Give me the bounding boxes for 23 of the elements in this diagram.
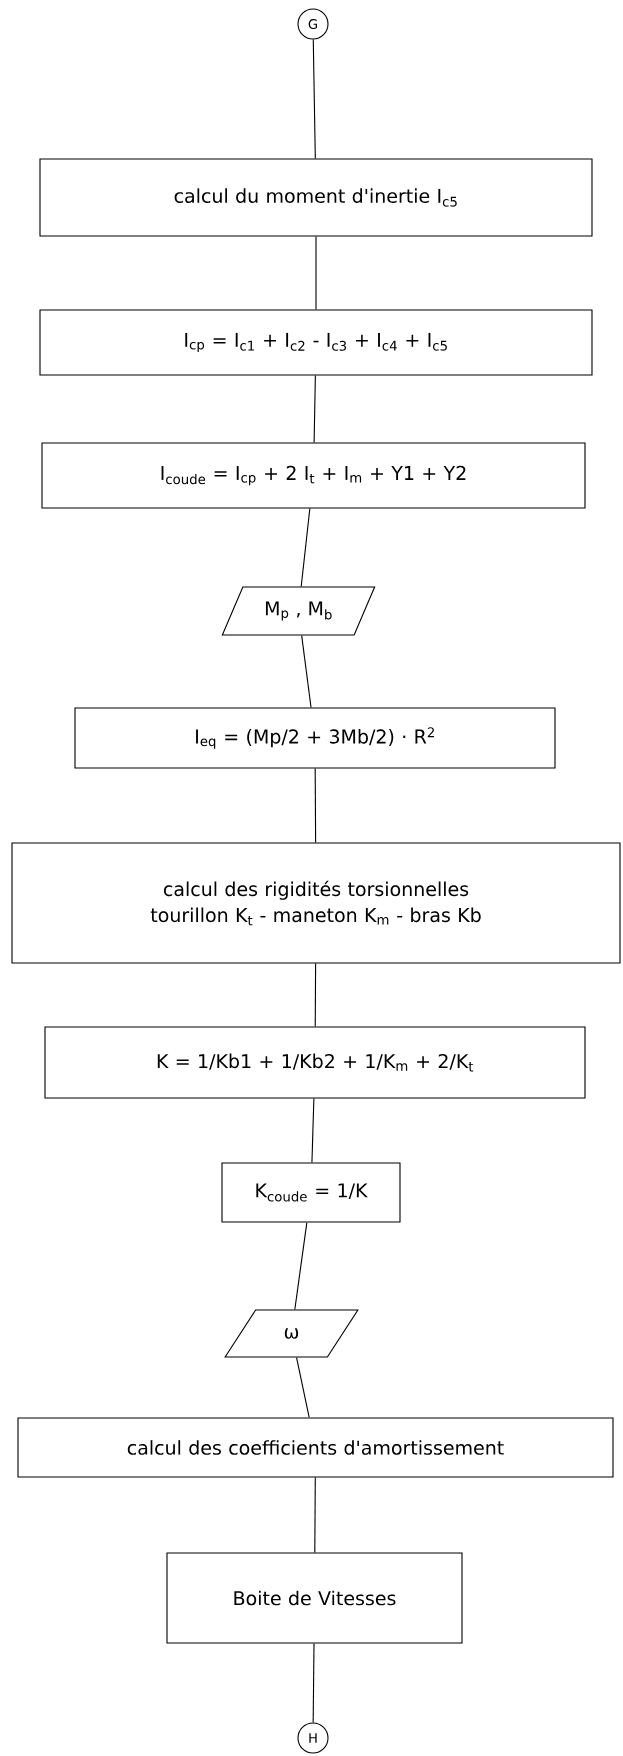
process-box: K$_{coude}$ = 1/K [221,1162,401,1223]
connector-line [312,1643,315,1723]
process-box: I$_{cp}$ = I$_{c1}$ + I$_{c2}$ - I$_{c3}$ + I$_{c4}$ + I$_{c5}$ [39,309,593,376]
process-box: K = 1/Kb1 + 1/Kb2 + 1/K$_{m}$ + 2/K$_{t}$ [44,1026,586,1099]
connector-line [294,1222,308,1310]
process-box: calcul du moment d'inertie I$_{c5}$ [39,158,593,237]
connector-line [313,375,316,443]
connector-line [296,1357,310,1418]
connector-line [314,1477,316,1553]
connector-line [300,508,311,587]
connector-line [312,39,316,159]
connector-line [315,236,317,310]
connector-line [311,1098,315,1163]
process-box: calcul des rigidités torsionnelles tourillon K$_{t}$ - maneton K$_{m}$ - bras Kb [11,842,621,964]
input-parallelogram: M$_{p}$ , M$_{b}$ [221,586,376,636]
connector-line [314,963,317,1027]
input-parallelogram: ω [224,1309,359,1358]
process-box: Boite de Vitesses [166,1552,463,1644]
process-box: I$_{eq}$ = (Mp/2 + 3Mb/2) · R$^{2}$ [74,707,556,769]
connector-line [301,635,312,708]
connector-line [314,768,317,843]
process-box: I$_{coude}$ = I$_{cp}$ + 2 I$_{t}$ + I$_{m}$ + Y1 + Y2 [41,442,586,509]
process-box: calcul des coefficients d'amortissement [17,1417,614,1478]
